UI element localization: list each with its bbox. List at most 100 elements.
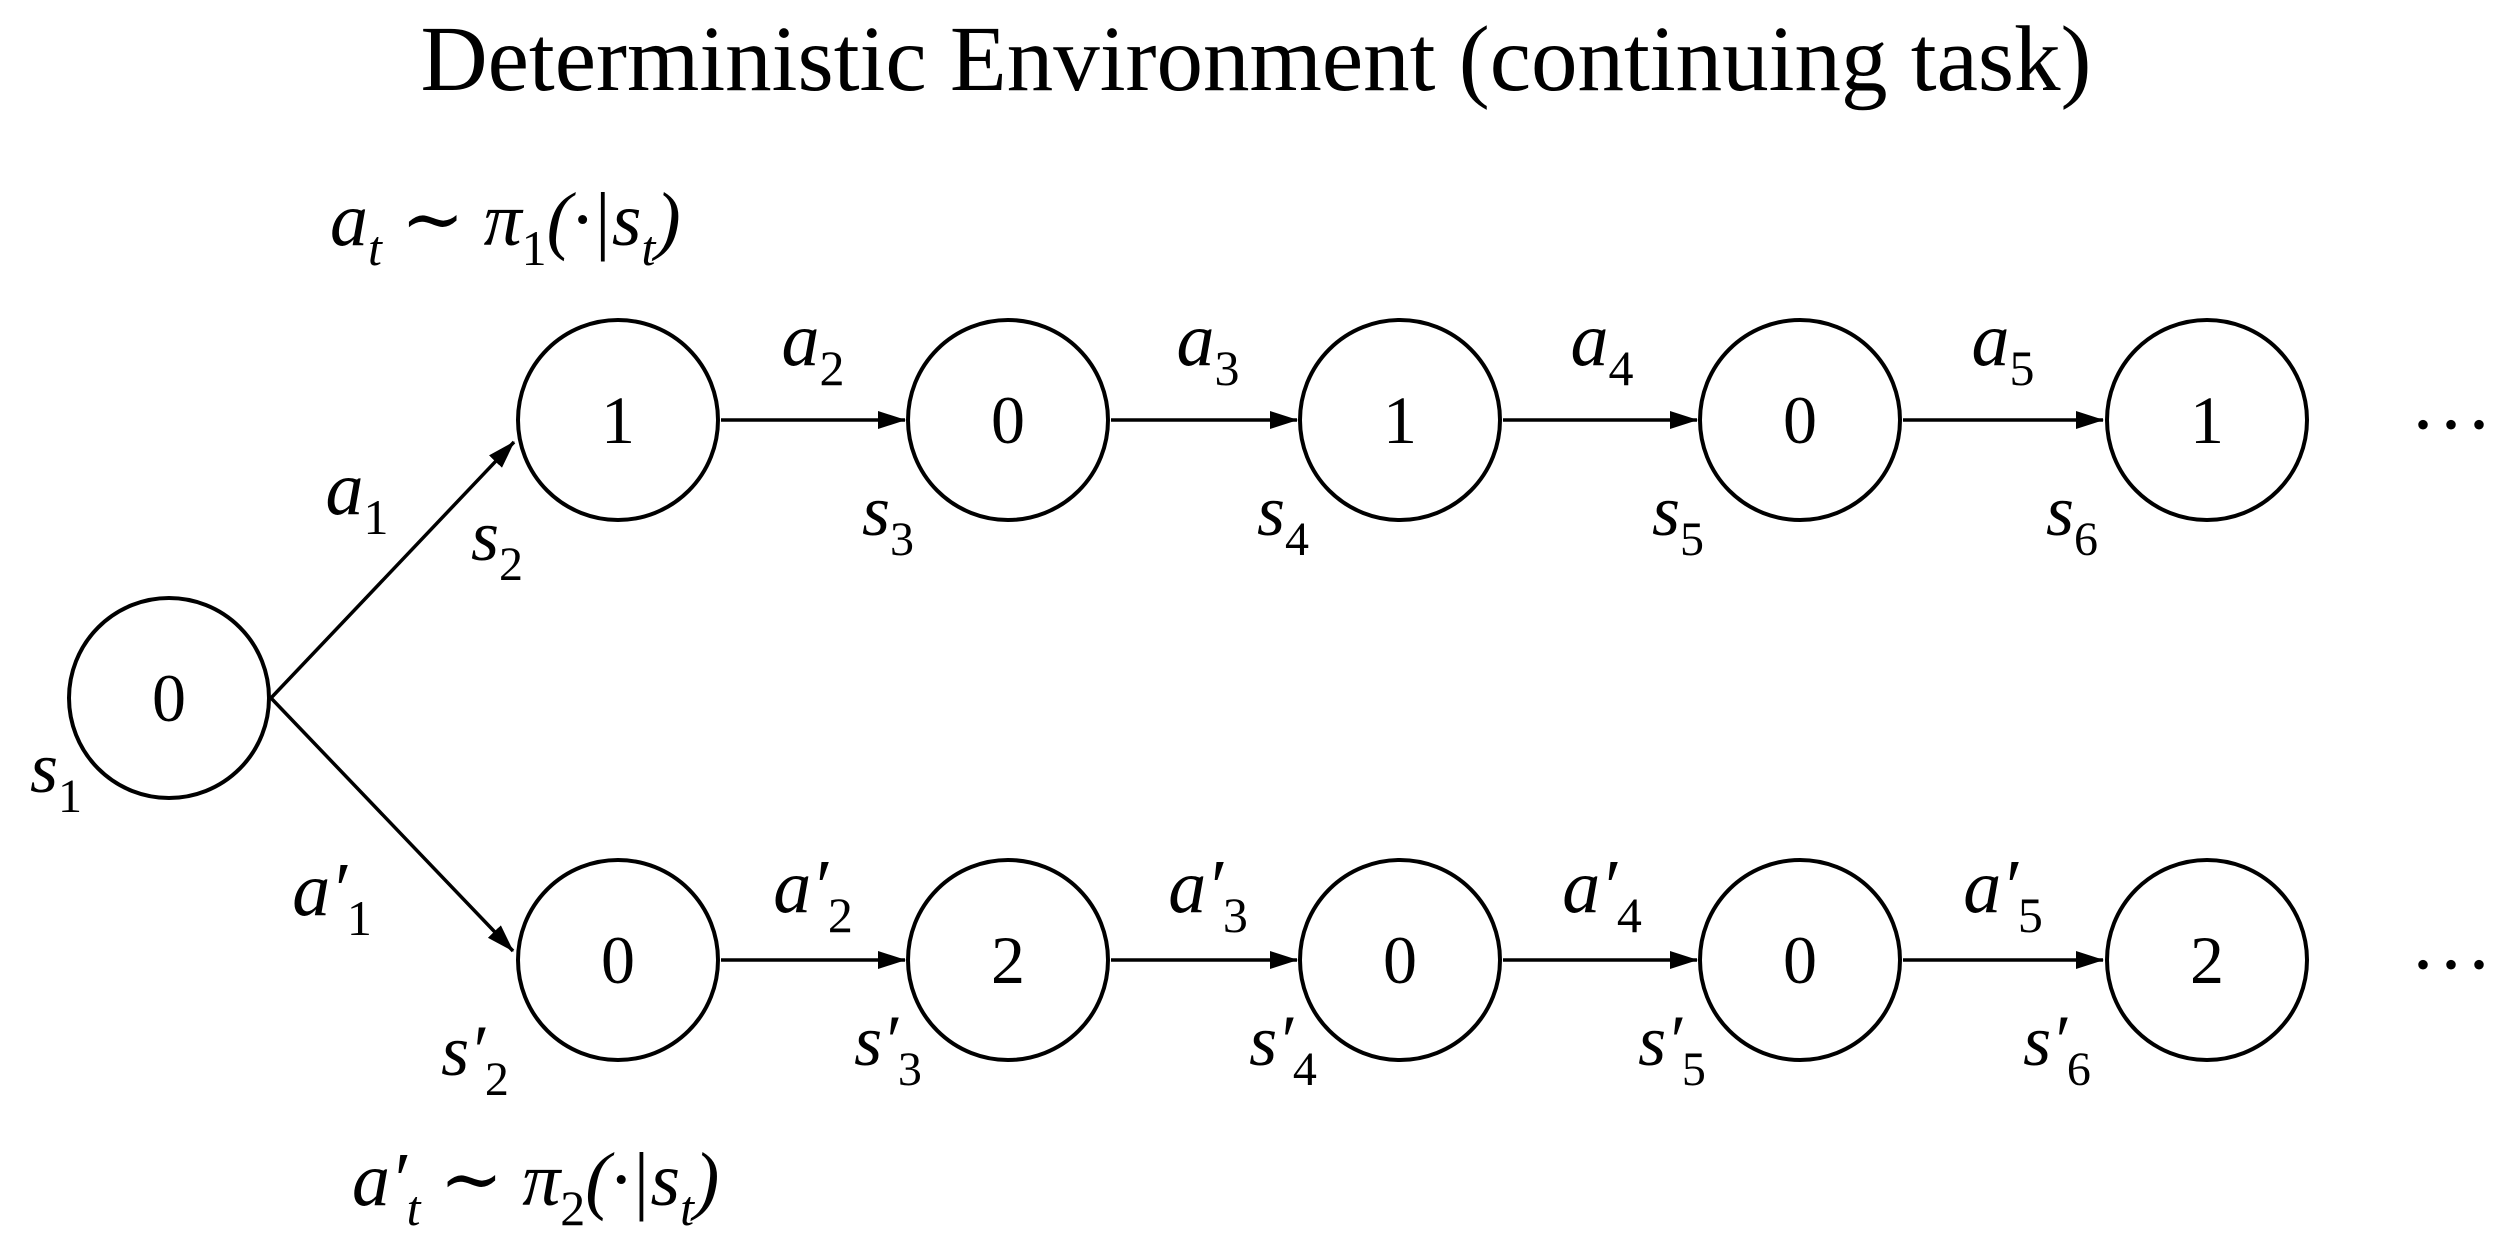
state-s5p-sub: 5 bbox=[1682, 1043, 1706, 1096]
node-s3-circle bbox=[906, 318, 1110, 522]
node-s6-value: 1 bbox=[2190, 382, 2224, 458]
node-s5p-value: 0 bbox=[1783, 922, 1817, 998]
state-label-s4: s4 bbox=[1257, 471, 1309, 566]
state-s1-base: s bbox=[30, 728, 58, 808]
transition-arrow-a1 bbox=[269, 440, 516, 700]
action-a1-sub: 1 bbox=[364, 489, 389, 545]
policy1-a-sub: t bbox=[368, 220, 383, 276]
state-s1-sub: 1 bbox=[58, 770, 82, 823]
policy2-a-sub: t bbox=[407, 1180, 422, 1236]
node-s5p-circle bbox=[1698, 858, 1902, 1062]
state-s5p-base: s′ bbox=[1638, 1001, 1683, 1081]
state-s6p-base: s′ bbox=[2023, 1001, 2068, 1081]
top-chain: 1 0 1 0 1 a2 a3 a4 a5 s2 s3 s4 s5 s6 • •… bbox=[471, 298, 2488, 591]
state-label-s4-prime: s′4 bbox=[1249, 1001, 1317, 1096]
state-s2-sub: 2 bbox=[499, 538, 523, 591]
state-s2-base: s bbox=[471, 496, 499, 576]
action-label-a2: a2 bbox=[782, 298, 845, 396]
node-s6p-value: 2 bbox=[2190, 922, 2224, 998]
node-s6-circle bbox=[2105, 318, 2309, 522]
policy1-close: ) bbox=[651, 178, 680, 262]
node-s2p-circle bbox=[516, 858, 720, 1062]
state-label-s1: s1 bbox=[30, 728, 82, 823]
continuation-dots-bottom: • • • bbox=[2416, 942, 2488, 987]
node-s2p-value: 0 bbox=[601, 922, 635, 998]
action-label-a4-prime: a′4 bbox=[1562, 845, 1642, 943]
state-label-s3: s3 bbox=[862, 471, 914, 566]
state-label-s6-prime: s′6 bbox=[2023, 1001, 2091, 1096]
node-s4-value: 1 bbox=[1383, 382, 1417, 458]
state-s5-base: s bbox=[1652, 471, 1680, 551]
state-s6p-sub: 6 bbox=[2067, 1043, 2091, 1096]
action-a3p-sub: 3 bbox=[1223, 887, 1248, 943]
action-a3-sub: 3 bbox=[1215, 340, 1240, 396]
node-s1-circle bbox=[67, 596, 271, 800]
policy2-s-sub: t bbox=[680, 1180, 695, 1236]
action-label-a5-prime: a′5 bbox=[1963, 845, 2043, 943]
state-s6-base: s bbox=[2046, 471, 2074, 551]
node-s1-value: 0 bbox=[152, 660, 186, 736]
state-s4-sub: 4 bbox=[1285, 513, 1309, 566]
node-s5-circle bbox=[1698, 318, 1902, 522]
node-s3p-value: 2 bbox=[991, 922, 1025, 998]
state-label-s3-prime: s′3 bbox=[854, 1001, 922, 1096]
action-label-a1-prime: a′1 bbox=[292, 848, 372, 946]
state-label-s5: s5 bbox=[1652, 471, 1704, 566]
state-s4p-base: s′ bbox=[1249, 1001, 1294, 1081]
transition-arrow-a1-prime bbox=[269, 696, 515, 953]
node-s3p-circle bbox=[906, 858, 1110, 1062]
policy-label-pi1: at ∼ π1(·|st) bbox=[330, 178, 681, 276]
action-label-a2-prime: a′2 bbox=[773, 845, 853, 943]
action-a3p-base: a′ bbox=[1168, 845, 1224, 929]
policy2-pi-sub: 2 bbox=[560, 1180, 585, 1236]
node-s2-circle bbox=[516, 318, 720, 522]
node-s5-value: 0 bbox=[1783, 382, 1817, 458]
action-label-a3: a3 bbox=[1177, 298, 1240, 396]
policy-label-pi2: a′t ∼ π2(·|st) bbox=[352, 1138, 719, 1236]
policy1-pi-sub: 1 bbox=[522, 220, 547, 276]
node-s4-circle bbox=[1298, 318, 1502, 522]
state-label-s5-prime: s′5 bbox=[1638, 1001, 1706, 1096]
action-a2-sub: 2 bbox=[820, 340, 845, 396]
continuation-dots-top: • • • bbox=[2416, 402, 2488, 447]
state-s2p-sub: 2 bbox=[485, 1053, 509, 1106]
start-node: 0 s1 bbox=[30, 596, 271, 823]
policy1-a: a bbox=[330, 178, 368, 262]
policy2-sim-pi: ∼ π bbox=[421, 1138, 563, 1222]
state-s3p-base: s′ bbox=[854, 1001, 899, 1081]
action-a4-sub: 4 bbox=[1609, 340, 1634, 396]
node-s2-value: 1 bbox=[601, 382, 635, 458]
action-a3-base: a bbox=[1177, 298, 1215, 382]
state-s2p-base: s′ bbox=[441, 1011, 486, 1091]
policy2-open: (·|s bbox=[585, 1138, 680, 1222]
state-label-s2-prime: s′2 bbox=[441, 1011, 509, 1106]
action-a1-base: a bbox=[326, 447, 364, 531]
state-label-s2: s2 bbox=[471, 496, 523, 591]
state-s3-sub: 3 bbox=[890, 513, 914, 566]
policy1-open: (·|s bbox=[547, 178, 642, 262]
action-a5-base: a bbox=[1972, 298, 2010, 382]
state-s3p-sub: 3 bbox=[898, 1043, 922, 1096]
action-a4-base: a bbox=[1571, 298, 1609, 382]
state-s5-sub: 5 bbox=[1680, 513, 1704, 566]
state-s4p-sub: 4 bbox=[1293, 1043, 1317, 1096]
node-s6p-circle bbox=[2105, 858, 2309, 1062]
action-a5p-base: a′ bbox=[1963, 845, 2019, 929]
state-label-s6: s6 bbox=[2046, 471, 2098, 566]
policy2-a: a′ bbox=[352, 1138, 408, 1222]
bottom-chain: 0 2 0 0 2 a′2 a′3 a′4 a′5 s′2 s′3 s′4 s′… bbox=[441, 845, 2488, 1106]
state-s3-base: s bbox=[862, 471, 890, 551]
action-label-a3-prime: a′3 bbox=[1168, 845, 1248, 943]
state-s4-base: s bbox=[1257, 471, 1285, 551]
node-s4p-value: 0 bbox=[1383, 922, 1417, 998]
action-a1p-base: a′ bbox=[292, 848, 348, 932]
action-a2p-sub: 2 bbox=[828, 887, 853, 943]
action-a1p-sub: 1 bbox=[347, 890, 372, 946]
figure-title: Deterministic Environment (continuing ta… bbox=[420, 8, 2091, 111]
policy2-close: ) bbox=[690, 1138, 719, 1222]
action-label-a5: a5 bbox=[1972, 298, 2035, 396]
action-a5-sub: 5 bbox=[2010, 340, 2035, 396]
action-label-a4: a4 bbox=[1571, 298, 1634, 396]
action-a4p-sub: 4 bbox=[1617, 887, 1642, 943]
